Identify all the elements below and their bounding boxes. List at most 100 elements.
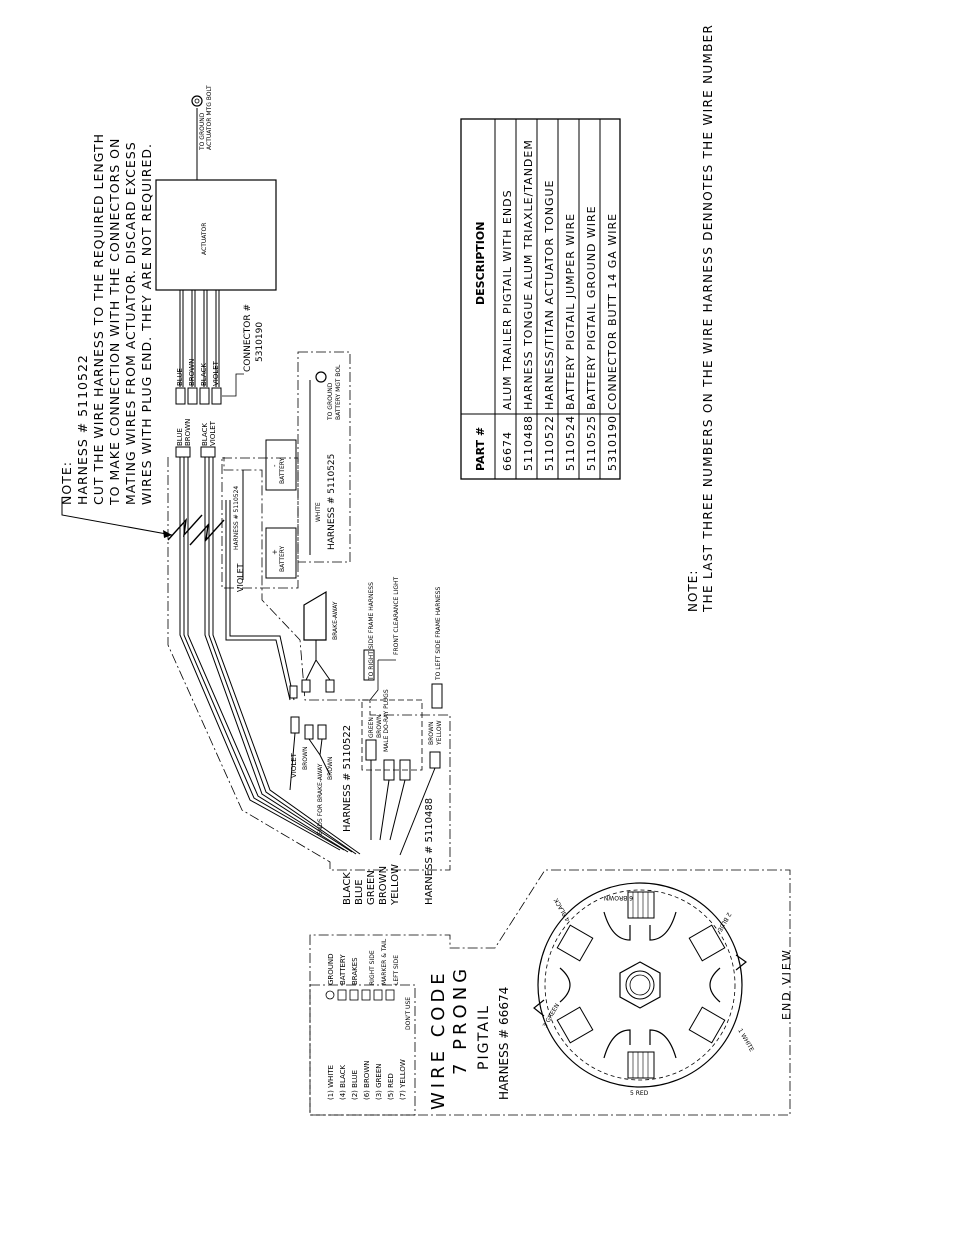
- terminal-label: 1 WHITE: [736, 1028, 755, 1054]
- breakaway-switch: BRAKE-AWAY: [289, 590, 339, 699]
- wire-code-wire: (3) GREEN: [375, 1063, 383, 1100]
- wire-code-box-outline: [309, 869, 791, 1116]
- terminal-label: 6 BROWN: [604, 894, 633, 901]
- harness-5110524-label: HARNESS # 5110524: [233, 486, 240, 550]
- battery-ground-terminal-icon: [315, 371, 327, 383]
- parts-table-part: 5110488: [522, 415, 535, 471]
- pigtail-colors: BLACK BLUE GREEN BROWN YELLOW: [342, 864, 401, 906]
- pigtail-color: BLUE: [354, 879, 365, 905]
- right-side-harness: TO RIGHT SIDE FRAME HARNESS FRONT CLEARA…: [363, 576, 411, 841]
- top-note-line: HARNESS # 5110522: [75, 354, 90, 505]
- parts-table-header-part: PART #: [474, 427, 487, 471]
- wire-code-function: RIGHT SIDE: [369, 950, 376, 985]
- wire-label-blue: BLUE: [176, 368, 184, 386]
- bottom-note-heading: NOTE:: [686, 570, 700, 612]
- parts-table-header-description: DESCRIPTION: [474, 222, 487, 305]
- harness-end-label: BLACK: [201, 423, 209, 446]
- white-label: WHITE: [315, 502, 322, 522]
- battery-plus-label: BATTERY: [279, 545, 286, 572]
- ground-terminal-icon: [191, 95, 203, 107]
- left-frame-label: TO LEFT SIDE FRAME HARNESS: [435, 587, 442, 681]
- battery-plus-box: [265, 527, 297, 579]
- battery-minus-sign: -: [271, 464, 279, 467]
- note-leader-arrow: [163, 530, 172, 538]
- terminal-label: 3 GREEN: [542, 1002, 561, 1029]
- harness-5110488-label: HARNESS # 5110488: [424, 798, 435, 905]
- parts-table-description: HARNESS/TITAN ACTUATOR TONGUE: [543, 180, 556, 410]
- battery-ground-label: TO GROUND: [327, 382, 334, 421]
- harness-end-labels: BLUE BROWN BLACK VIOLET: [176, 419, 217, 446]
- wire-label-violet: VIOLET: [212, 360, 220, 386]
- harness-outline: [167, 457, 451, 871]
- left-side-harness: TO LEFT SIDE FRAME HARNESS BROWN YELLOW: [399, 587, 443, 856]
- do-ray-plugs-label: MALE DO-RAY PLUGS: [383, 689, 390, 752]
- battery-box-outline: [297, 351, 351, 563]
- parts-table-description: ALUM TRAILER PIGTAIL WITH ENDS: [501, 189, 514, 410]
- parts-table-part: 5110525: [585, 415, 598, 471]
- harness-end-label: BROWN: [184, 419, 192, 446]
- wire-code-function: LEFT SIDE: [393, 955, 400, 985]
- wire-code-function: MARKER & TAIL: [381, 938, 388, 985]
- pigtail-color: BLACK: [342, 872, 353, 905]
- wire-code-function: GROUND: [327, 953, 335, 985]
- right-frame-label: TO RIGHT SIDE FRAME HARNESS: [368, 582, 375, 681]
- end-view-connector: [533, 882, 748, 1088]
- right-green: GREEN: [368, 717, 375, 738]
- wire-code-title: WIRE CODE: [428, 969, 449, 1110]
- break-symbol: [189, 519, 225, 546]
- wire-code-title: PIGTAIL: [476, 1004, 492, 1070]
- top-note-line: TO MAKE CONNECTION WITH THE CONNECTORS O…: [107, 138, 122, 506]
- connector-leader-line: [222, 373, 244, 397]
- harness-end-label: VIOLET: [209, 420, 217, 446]
- ground-terminal-icon-inner: [194, 98, 200, 104]
- harness-5110522-label: HARNESS # 5110522: [342, 725, 353, 832]
- wire-code-function: BATTERY: [339, 954, 347, 985]
- battery-ground-label: BATTERY MGT BOL: [335, 364, 342, 420]
- top-note-line: WIRES WITH PLUG END. THEY ARE NOT REQUIR…: [139, 143, 154, 505]
- actuator-ground-label: ACTUATOR MTG BOLT: [206, 85, 213, 150]
- top-note-heading: NOTE:: [59, 461, 74, 505]
- left-brown: BROWN: [428, 722, 435, 745]
- violet-label: VIOLET: [236, 563, 245, 592]
- top-note-line: MATING WIRES FROM ACTUATOR. DISCARD EXCE…: [123, 141, 138, 505]
- parts-table-part: 5110522: [543, 415, 556, 471]
- parts-table-part: 66674: [501, 431, 514, 471]
- breakaway-brown: BROWN: [302, 747, 309, 770]
- wire-code-rows: (1) WHITE (4) BLACK (2) BLUE (6) BROWN (…: [327, 938, 412, 1100]
- battery-label: BATTERY: [279, 457, 286, 484]
- actuator-box: [155, 179, 277, 291]
- butt-connectors: [175, 387, 222, 405]
- breakaway-label: BRAKE-AWAY: [332, 601, 339, 640]
- wire-code-wire: (7) YELLOW: [399, 1059, 407, 1100]
- actuator-label: ACTUATOR: [201, 223, 208, 255]
- battery-minus-box: [265, 439, 297, 491]
- note-leader-line: [61, 497, 173, 536]
- breakaway-ends: VIOLET BROWN BROWN ENDS FOR BRAKE-AWAY H…: [289, 716, 353, 835]
- actuator-wires: [179, 290, 220, 387]
- pigtail-color: YELLOW: [390, 864, 401, 906]
- pigtail-color: BROWN: [378, 866, 389, 905]
- actuator-ground-label: TO GROUND: [199, 112, 206, 151]
- top-note-line: CUT THE WIRE HARNESS TO THE REQUIRED LEN…: [91, 133, 106, 505]
- parts-table-description: CONNECTOR BUTT 14 GA WIRE: [606, 213, 619, 410]
- battery-box-outline: [221, 457, 299, 589]
- parts-table-part: 5310190: [606, 415, 619, 471]
- break-symbol: [167, 514, 203, 541]
- ends-for-breakaway-label: ENDS FOR BRAKE-AWAY: [317, 763, 324, 835]
- wire-code-wire: (2) BLUE: [351, 1070, 359, 1100]
- wire-code-wire: (1) WHITE: [327, 1065, 335, 1100]
- right-brown: BROWN: [376, 715, 383, 738]
- parts-table-description: BATTERY PIGTAIL GROUND WIRE: [585, 205, 598, 410]
- parts-table-description: HARNESS TONGUE ALUM TRIAXLE/TANDEM: [522, 139, 535, 410]
- breakaway-violet: VIOLET: [290, 752, 298, 778]
- harness-end-label: BLUE: [176, 428, 184, 446]
- wire-code-wire: (6) BROWN: [363, 1061, 371, 1100]
- top-note: NOTE: HARNESS # 5110522 CUT THE WIRE HAR…: [59, 133, 154, 506]
- wire-label-black: BLACK: [200, 363, 208, 386]
- parts-table: PART # DESCRIPTION 66674 5110488 5110522…: [460, 118, 621, 480]
- wire-code-title: 7 PRONG: [450, 965, 471, 1075]
- wire-code-wire: (5) RED: [387, 1073, 395, 1100]
- left-yellow: YELLOW: [436, 720, 443, 746]
- bottom-note-text: THE LAST THREE NUMBERS ON THE WIRE HARNE…: [701, 24, 715, 613]
- wire-code-terminals: [325, 989, 395, 1001]
